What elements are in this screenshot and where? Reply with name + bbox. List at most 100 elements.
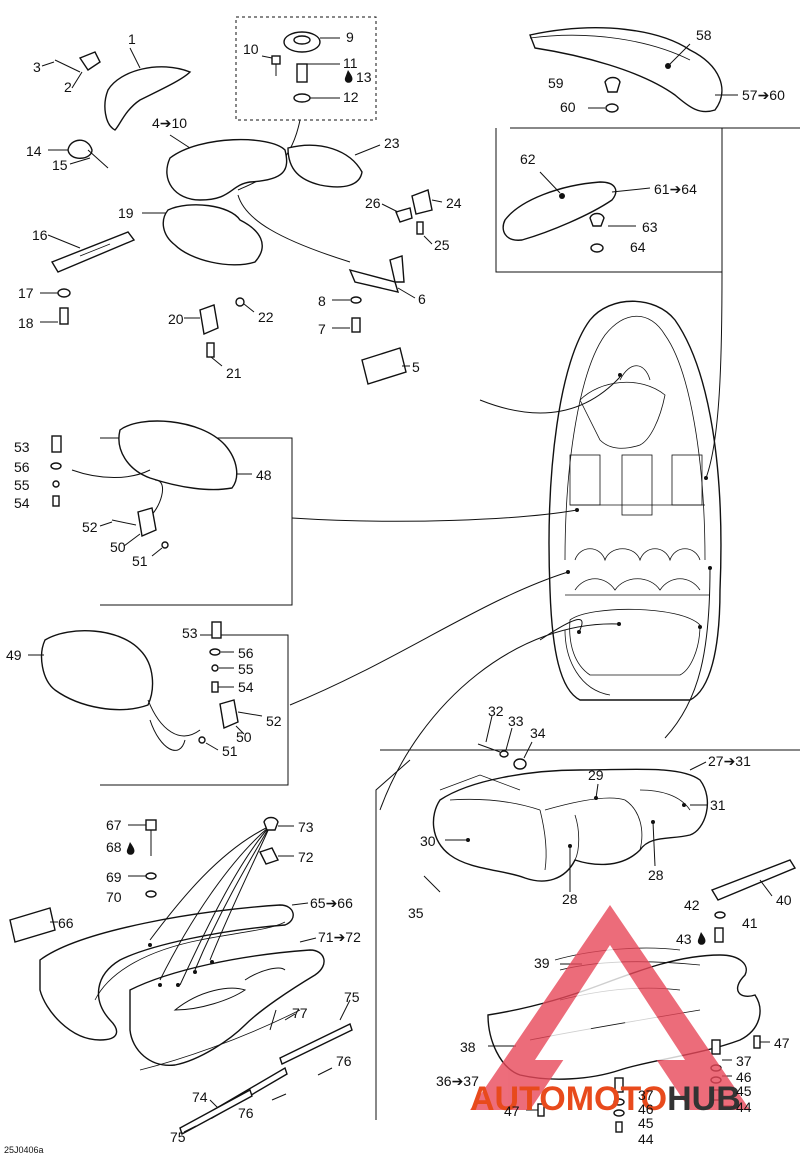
part-label-p72: 72: [298, 849, 314, 865]
part-label-p55a: 55: [14, 477, 30, 493]
bolt-67: [128, 819, 157, 856]
part-label-p3: 3: [33, 59, 41, 75]
watermark-logo: [470, 905, 750, 1110]
part-label-p2: 2: [64, 79, 72, 95]
part-label-p19: 19: [118, 205, 134, 221]
screw-21: [206, 342, 223, 367]
label-66: [9, 907, 58, 943]
backrest-57-60: [529, 27, 738, 113]
clip-54b: [211, 681, 234, 693]
seat-27-31: [432, 761, 709, 882]
washer-12: [293, 93, 340, 103]
grommet-9: [283, 31, 340, 53]
clip-50b: [219, 699, 245, 735]
part-label-p47a: 47: [774, 1035, 790, 1051]
part-label-p45b: 45: [638, 1115, 654, 1131]
watermark-hub: HUB: [667, 1080, 741, 1118]
drop-13-icon: [344, 70, 353, 83]
part-label-p62: 62: [520, 151, 536, 167]
part-label-p49: 49: [6, 647, 22, 663]
part-1-backrest: [104, 47, 192, 131]
washer-56a: [50, 462, 62, 470]
mounting-lines: [148, 825, 271, 987]
seat-cushion-23: [287, 144, 381, 188]
armrest-61-64: [502, 171, 651, 241]
pin-53b: [211, 621, 222, 639]
part-label-p51a: 51: [132, 553, 148, 569]
part-label-p7: 7: [318, 321, 326, 337]
part-label-p76a: 76: [336, 1053, 352, 1069]
part-label-p50a: 50: [110, 539, 126, 555]
trim-strips: [179, 999, 353, 1136]
washer-69: [128, 872, 157, 880]
bracket-40: [710, 859, 797, 901]
drop-43-icon: [697, 932, 706, 945]
side-panel-71-72: [129, 937, 325, 1071]
part-label-p42: 42: [684, 897, 700, 913]
clip-50a: [123, 507, 157, 547]
screw-10: [261, 55, 281, 76]
screw-22: [235, 297, 255, 313]
seat-cushion-4-10: [166, 134, 288, 201]
bolt-7: [332, 317, 361, 333]
part-label-p26: 26: [365, 195, 381, 211]
part-label-p53a: 53: [14, 439, 30, 455]
part-label-p54a: 54: [14, 495, 30, 511]
part-label-p11: 11: [343, 55, 358, 71]
part-label-p60: 60: [560, 99, 576, 115]
part-label-p34: 34: [530, 725, 546, 741]
part-label-p37a: 37: [736, 1053, 752, 1069]
knob-26: [381, 203, 413, 223]
bracket-16: [47, 231, 136, 273]
screw-35: [423, 875, 441, 893]
part-label-p14: 14: [26, 143, 42, 159]
part-label-p63: 63: [642, 219, 658, 235]
part-label-p61: 61➔64: [654, 181, 697, 197]
main-seat-assembly: [548, 300, 722, 701]
fastener-59: [604, 76, 621, 93]
seat-cushion-19: [142, 204, 263, 266]
washer-8: [332, 296, 362, 304]
part-label-p20: 20: [168, 311, 184, 327]
part-label-p57: 57➔60: [742, 87, 785, 103]
part-label-p5: 5: [412, 359, 420, 375]
leader-lines: [237, 119, 723, 811]
part-label-p66: 66: [58, 915, 74, 931]
bracket-6: [348, 255, 416, 299]
fastener-63: [589, 212, 636, 227]
part-label-p43: 43: [676, 931, 692, 947]
part-label-p58: 58: [696, 27, 712, 43]
part-label-p51b: 51: [222, 743, 238, 759]
part-label-p50b: 50: [236, 729, 252, 745]
part-label-p21: 21: [226, 365, 242, 381]
part-label-p28a: 28: [562, 891, 578, 907]
nut-72: [259, 847, 294, 865]
part-label-p39: 39: [534, 955, 550, 971]
part-label-p69: 69: [106, 869, 122, 885]
part-label-p25: 25: [434, 237, 450, 253]
bracket-20: [184, 304, 219, 335]
part-label-p46a: 46: [736, 1069, 752, 1085]
watermark-moto: MOTO: [566, 1080, 667, 1118]
part-label-p9: 9: [346, 29, 354, 45]
spacer-11: [296, 63, 340, 83]
part-label-p27: 27➔31: [708, 753, 751, 769]
part-label-p6: 6: [418, 291, 426, 307]
nut-55a: [52, 480, 60, 488]
clip-2: [71, 51, 101, 89]
part-label-p74: 74: [192, 1089, 208, 1105]
part-label-p56a: 56: [14, 459, 30, 475]
bolt-41: [714, 927, 724, 943]
part-label-p59: 59: [548, 75, 564, 91]
fastener-stack-center: [613, 1077, 625, 1133]
part-label-p73: 73: [298, 819, 314, 835]
part-label-p52a: 52: [82, 519, 98, 535]
part-label-p56b: 56: [238, 645, 254, 661]
part-label-p40: 40: [776, 892, 792, 908]
part-label-p71: 71➔72: [318, 929, 361, 945]
part-label-p8: 8: [318, 293, 326, 309]
armrest-49: [28, 630, 201, 751]
